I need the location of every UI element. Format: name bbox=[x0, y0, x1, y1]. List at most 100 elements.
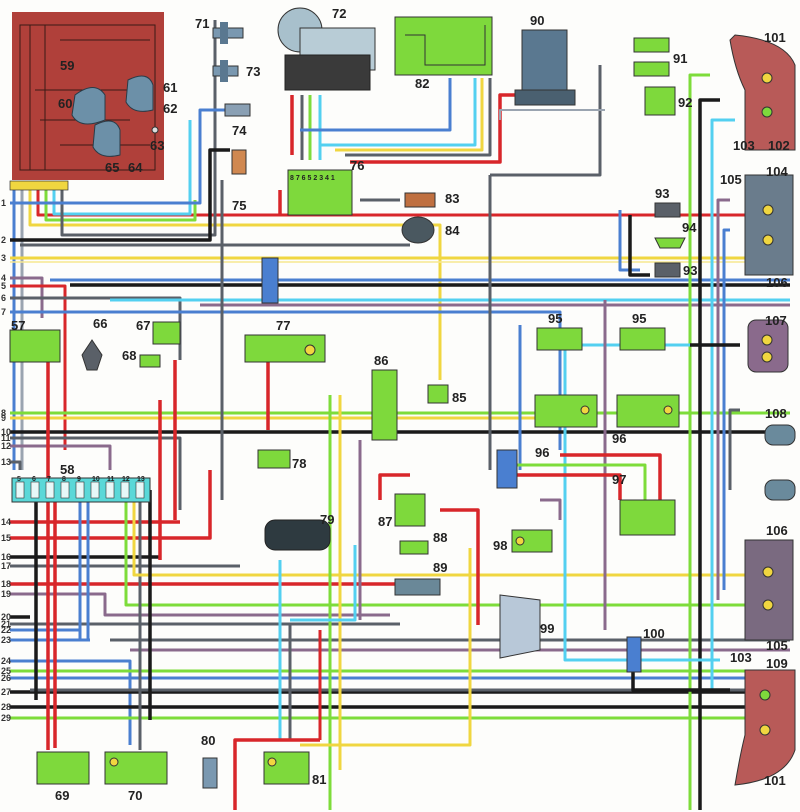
fuse-10[interactable] bbox=[90, 481, 100, 499]
switch-61[interactable] bbox=[125, 75, 154, 112]
fuse-9[interactable] bbox=[75, 481, 85, 499]
wire-19 bbox=[10, 592, 390, 617]
wire-number-19: 19 bbox=[1, 589, 11, 599]
label-93-bottom: 93 bbox=[683, 263, 697, 278]
wire-number-4: 4 bbox=[1, 273, 6, 283]
wire bbox=[563, 345, 720, 662]
fuse-5[interactable] bbox=[15, 481, 25, 499]
label-82: 82 bbox=[415, 76, 429, 91]
fuse-number-10: 10 bbox=[92, 476, 100, 483]
relay-97 bbox=[619, 499, 676, 536]
wire-number-8: 8 bbox=[1, 408, 6, 418]
fuse-12[interactable] bbox=[120, 481, 130, 499]
fuse-number-6: 6 bbox=[32, 476, 36, 483]
wire-number-23: 23 bbox=[1, 635, 11, 645]
wire-number-15: 15 bbox=[1, 533, 11, 543]
label-61: 61 bbox=[163, 80, 177, 95]
label-99: 99 bbox=[540, 621, 554, 636]
label-105-bottom: 105 bbox=[766, 638, 788, 653]
wire bbox=[499, 109, 605, 120]
wire bbox=[345, 78, 492, 157]
unit-92 bbox=[644, 86, 676, 116]
switch-96-left bbox=[534, 394, 598, 428]
label-60: 60 bbox=[58, 96, 72, 111]
wire-11 bbox=[10, 436, 182, 510]
lamp-104 bbox=[744, 174, 794, 276]
wire-number-13: 13 bbox=[1, 457, 11, 467]
label-86: 86 bbox=[374, 353, 388, 368]
label-101-bottom: 101 bbox=[764, 773, 786, 788]
wiper-motor-72 bbox=[277, 7, 376, 91]
fuse-88 bbox=[399, 540, 429, 555]
label-74: 74 bbox=[232, 123, 247, 138]
lamp-108 bbox=[764, 424, 796, 501]
relay-95-right bbox=[619, 327, 666, 351]
label-72: 72 bbox=[332, 6, 346, 21]
control-unit-82 bbox=[394, 16, 493, 76]
switch-64[interactable] bbox=[92, 120, 121, 157]
switch-100 bbox=[626, 636, 642, 673]
front-lamp-109-bottom bbox=[734, 669, 796, 786]
wire bbox=[490, 65, 602, 177]
fuse-6[interactable] bbox=[30, 481, 40, 499]
sensor-75 bbox=[231, 149, 247, 175]
wire bbox=[233, 738, 320, 810]
relay-57 bbox=[9, 329, 61, 363]
wire bbox=[36, 190, 790, 217]
label-59: 59 bbox=[60, 58, 74, 73]
label-105-top: 105 bbox=[720, 172, 742, 187]
relay-91 bbox=[633, 37, 670, 77]
label-96-a: 96 bbox=[535, 445, 549, 460]
wire-number-11: 11 bbox=[1, 433, 11, 443]
wire-number-20: 20 bbox=[1, 612, 11, 622]
wire-number-24: 24 bbox=[1, 656, 11, 666]
label-100: 100 bbox=[643, 626, 665, 641]
pin-labels-76: 8 7 6 5 2 3 4 1 bbox=[290, 175, 335, 182]
wire-number-25: 25 bbox=[1, 666, 11, 676]
wire-5 bbox=[10, 284, 67, 450]
switch-70 bbox=[104, 751, 168, 785]
label-101-top: 101 bbox=[764, 30, 786, 45]
wire-number-17: 17 bbox=[1, 561, 11, 571]
label-64: 64 bbox=[128, 160, 143, 175]
label-78: 78 bbox=[292, 456, 306, 471]
fuse-11[interactable] bbox=[105, 481, 115, 499]
wire-13 bbox=[10, 460, 22, 470]
wire bbox=[688, 73, 710, 810]
horn-84 bbox=[401, 216, 435, 244]
relay-95-left bbox=[536, 327, 583, 351]
fuse-number-7: 7 bbox=[47, 476, 51, 483]
switch-60[interactable] bbox=[71, 87, 106, 125]
label-70: 70 bbox=[128, 788, 142, 803]
wire bbox=[378, 473, 410, 500]
switch-98 bbox=[511, 529, 553, 553]
switch-unit-77 bbox=[244, 334, 326, 363]
wire-number-29: 29 bbox=[1, 713, 11, 723]
wire-number-10: 10 bbox=[1, 427, 11, 437]
switch-89 bbox=[394, 578, 441, 596]
fuse-8[interactable] bbox=[60, 481, 70, 499]
label-92: 92 bbox=[678, 95, 692, 110]
motor-79 bbox=[264, 519, 331, 551]
label-94: 94 bbox=[682, 220, 697, 235]
label-102: 102 bbox=[768, 138, 790, 153]
fuse-number-5: 5 bbox=[17, 476, 21, 483]
label-77: 77 bbox=[276, 318, 290, 333]
fuse-13[interactable] bbox=[135, 481, 145, 499]
motor-93-top bbox=[654, 202, 681, 218]
resistor-68 bbox=[139, 354, 161, 368]
label-93-top: 93 bbox=[655, 186, 669, 201]
wire bbox=[320, 78, 477, 147]
fuse-7[interactable] bbox=[45, 481, 55, 499]
sensor-80 bbox=[202, 757, 218, 789]
wire-number-27: 27 bbox=[1, 687, 11, 697]
wire bbox=[716, 198, 730, 600]
label-62: 62 bbox=[163, 101, 177, 116]
connector-block bbox=[261, 257, 279, 304]
label-81: 81 bbox=[312, 772, 326, 787]
label-89: 89 bbox=[433, 560, 447, 575]
module-90 bbox=[514, 29, 576, 106]
relay-69 bbox=[36, 751, 90, 785]
label-69: 69 bbox=[55, 788, 69, 803]
